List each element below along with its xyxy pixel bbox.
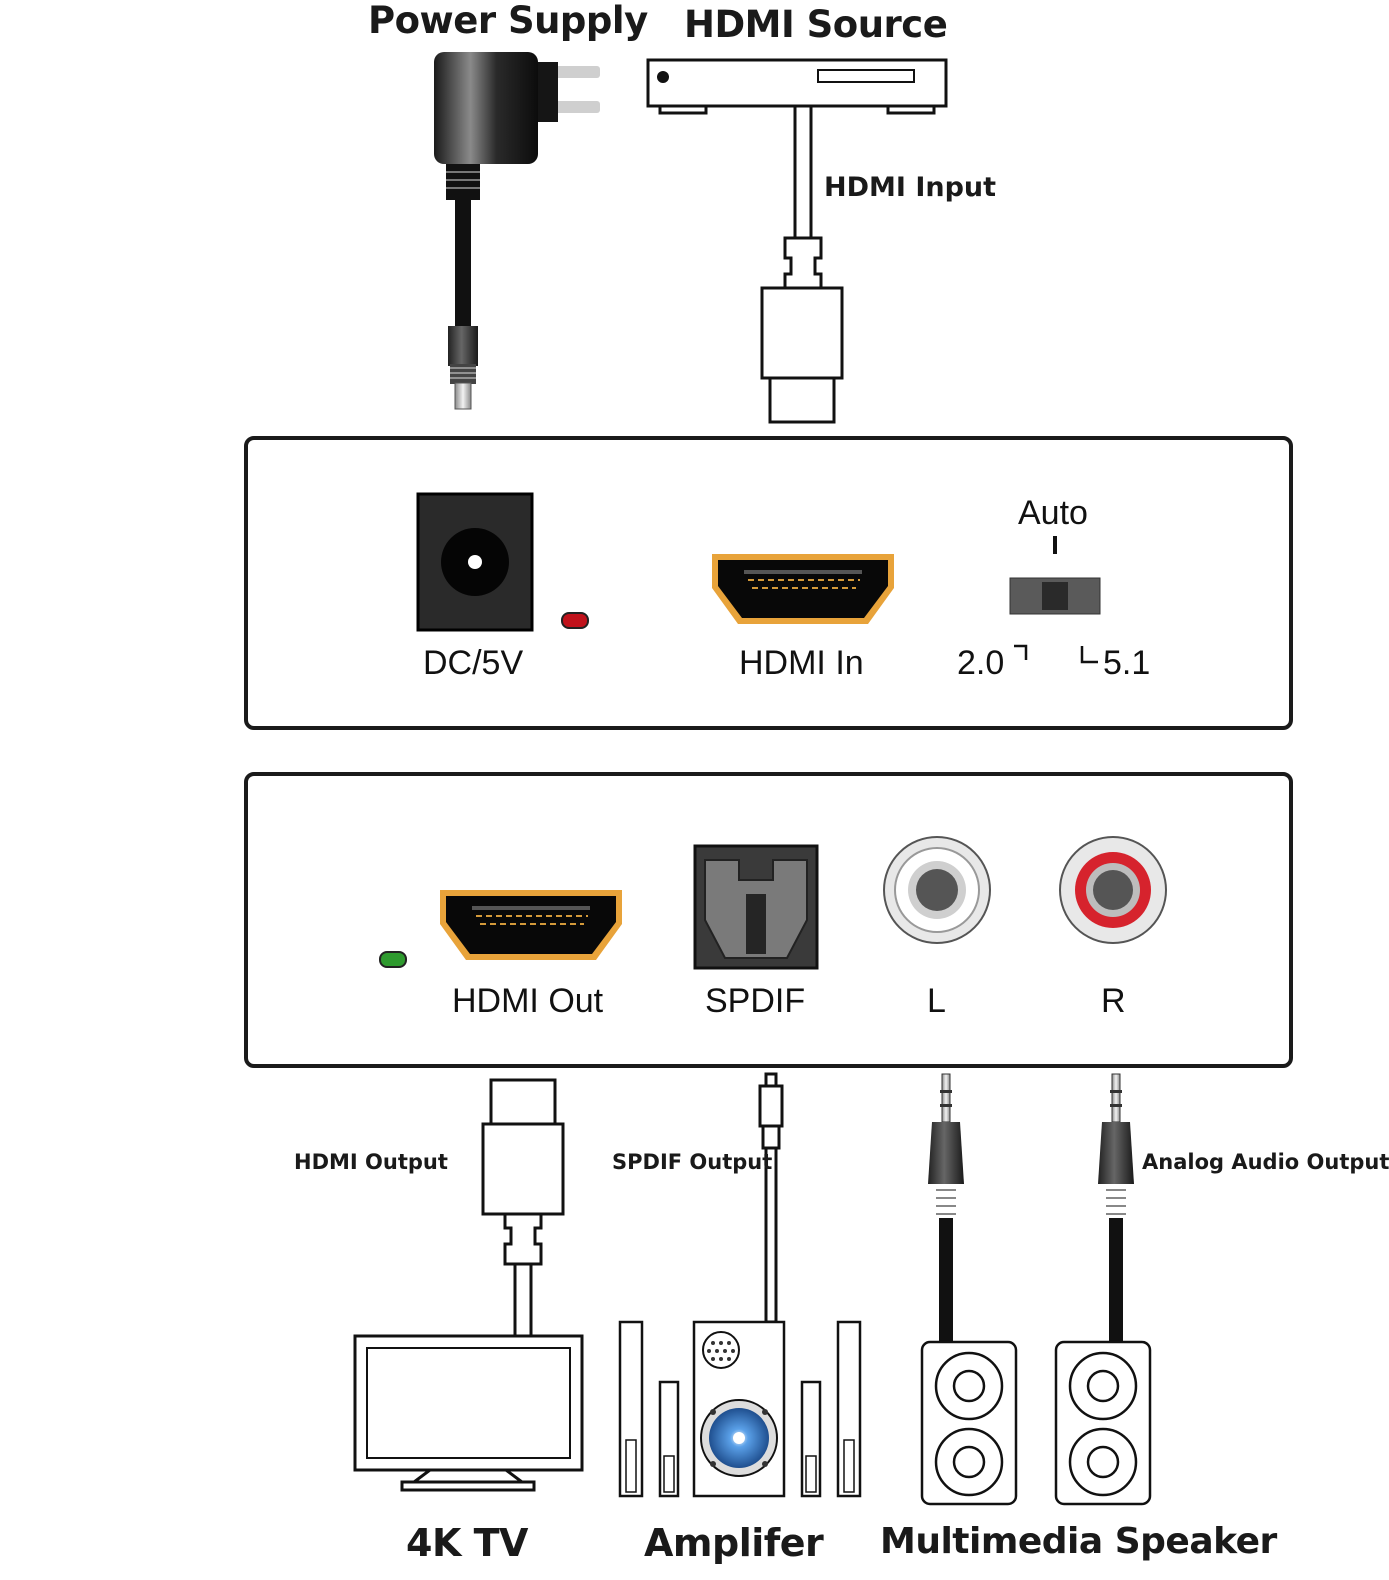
- hdmi-in-port-icon: [712, 554, 894, 624]
- audio-mode-switch-icon: [1009, 536, 1101, 664]
- rca-left-port-icon: [883, 836, 991, 944]
- hdmi-input-label: HDMI Input: [824, 172, 997, 203]
- tv-label: 4K TV: [406, 1521, 528, 1565]
- rca-right-port-icon: [1059, 836, 1167, 944]
- switch-2-0-label: 2.0: [957, 644, 1005, 682]
- hdmi-input-cable-icon: [760, 104, 844, 424]
- right-channel-label: R: [1101, 982, 1126, 1020]
- dc-jack-icon: [416, 492, 534, 632]
- hdmi-output-label: HDMI Output: [294, 1150, 448, 1174]
- power-adapter-icon: [434, 52, 600, 410]
- hdmi-out-label: HDMI Out: [452, 982, 604, 1020]
- speaker-left-icon: [920, 1340, 1018, 1506]
- power-supply-title: Power Supply: [368, 0, 648, 42]
- source-led-icon: [657, 71, 669, 83]
- analog-audio-output-label: Analog Audio Output: [1142, 1150, 1389, 1174]
- tweeter-grille-icon: [707, 1341, 735, 1361]
- power-led-icon: [561, 612, 589, 629]
- spdif-output-label: SPDIF Output: [612, 1150, 773, 1174]
- amplifier-label: Amplifer: [644, 1521, 824, 1565]
- spdif-output-cable-icon: [758, 1072, 784, 1324]
- left-channel-label: L: [927, 982, 946, 1020]
- speaker-right-icon: [1054, 1340, 1152, 1506]
- hdmi-out-port-icon: [440, 890, 622, 960]
- status-led-icon: [379, 951, 407, 968]
- switch-5-1-label: 5.1: [1103, 644, 1151, 682]
- dc-label: DC/5V: [423, 644, 524, 682]
- tv-icon: [353, 1334, 584, 1492]
- hdmi-source-title: HDMI Source: [684, 3, 948, 46]
- hdmi-source-device-icon: [646, 58, 948, 115]
- audio-plug-right-icon: [1098, 1073, 1134, 1342]
- hdmi-output-cable-icon: [481, 1078, 565, 1340]
- audio-plug-left-icon: [928, 1073, 964, 1342]
- spdif-label: SPDIF: [705, 982, 806, 1020]
- hdmi-in-label: HDMI In: [739, 644, 864, 682]
- speaker-label: Multimedia Speaker: [880, 1521, 1277, 1562]
- switch-auto-label: Auto: [1018, 494, 1088, 532]
- spdif-port-icon: [693, 844, 819, 970]
- woofer-icon: [700, 1399, 778, 1477]
